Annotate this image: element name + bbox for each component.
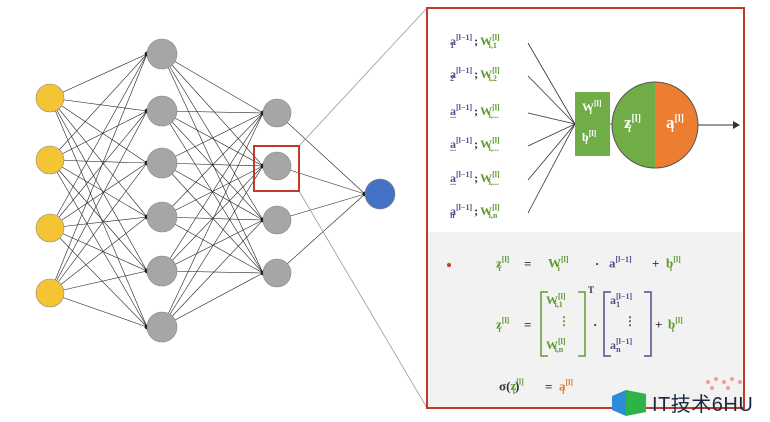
edge [49,159,148,218]
edge [49,53,148,294]
zoom-line-bottom [298,190,428,409]
hidden1-node [146,255,178,287]
hidden1-node [146,95,178,127]
zoom-lines [298,7,428,409]
edge [161,110,264,221]
a-half [655,82,698,168]
edge [49,97,148,328]
edge [161,270,264,274]
input-label: a[l−1]2;W[l]i,2 [450,66,500,84]
w-bracket-left [540,291,548,357]
neuron-input-lines [527,42,612,214]
hidden1-node [146,147,178,179]
edge [276,193,366,221]
neuron-w-label: W[l]i [582,99,602,117]
edge [49,216,148,229]
edge [49,216,148,294]
cursor-dot [447,263,451,267]
neuron-input-line [527,123,576,214]
edge [161,110,264,114]
edge [49,159,148,164]
edge [49,53,148,161]
input-node [35,278,65,308]
edge [161,165,264,272]
edge [161,162,264,274]
hidden1-node [146,311,178,343]
edge [49,53,148,99]
edge [161,165,264,328]
input-node [35,213,65,243]
input-label: a[l−1]...;W[l]i,... [450,136,500,154]
edge [161,216,264,274]
edge [161,219,264,328]
input-label: a[l−1]1;W[l]i,1 [450,33,500,51]
neuron-input-line [527,75,576,125]
edge [49,159,148,328]
edge [161,219,264,272]
edge [276,193,366,274]
input-label: a[l−1]...;W[l]i,... [450,103,500,121]
watermark-logo-icon [612,389,646,416]
z-half [612,82,655,168]
edge [49,162,148,229]
edge [49,292,148,328]
edge [161,272,264,328]
edge [49,227,148,328]
edge [276,165,366,195]
neuron-input-line [527,123,576,181]
edge [161,112,264,164]
edge [49,110,148,294]
a-bracket-left [603,291,611,357]
network-edges [49,51,368,330]
edge [161,112,264,218]
input-label: a[l−1]n;W[l]i,n [450,203,500,221]
edge [49,97,148,272]
edge [276,112,366,195]
edge [49,162,148,294]
edge [49,110,148,161]
w-bracket-right [578,291,586,357]
edge [161,112,264,272]
neuron-input-line [527,112,576,125]
edge [161,112,264,328]
edge [161,110,264,167]
weight-box [575,92,610,156]
edge [161,53,264,274]
edge [161,53,264,167]
neuron-b-label: b[l]i [582,129,597,147]
edge [49,97,148,164]
input-node [35,145,65,175]
input-label: a[l−1]...;W[l]i,... [450,170,500,188]
watermark-text: IT技术6HU [652,394,754,416]
watermark-dots-icon [706,377,742,390]
output-node [364,178,396,210]
edge [49,53,148,229]
zoom-line-top [298,7,428,147]
hidden1-node [146,38,178,70]
edge [49,270,148,294]
edge [49,97,148,218]
watermark: IT技术6HU [612,388,753,417]
highlight-box [253,145,300,192]
arrow-head [733,121,740,129]
hidden2-node [262,151,292,181]
edge [49,110,148,229]
hidden2-node [262,98,292,128]
neuron-input-line [527,42,576,125]
hidden1-node [146,201,178,233]
edge [49,159,148,272]
hidden2-node [262,205,292,235]
edge [161,162,264,167]
edge [49,97,148,112]
neuron-z-label: z[l]i [624,113,641,136]
neuron-input-line [527,123,576,147]
input-node [35,83,65,113]
a-bracket-right [644,291,652,357]
hidden2-node [262,258,292,288]
edge [49,227,148,272]
neuron-a-label: a[l]i [666,113,684,136]
edge [161,53,264,114]
network-nodes [35,38,396,343]
